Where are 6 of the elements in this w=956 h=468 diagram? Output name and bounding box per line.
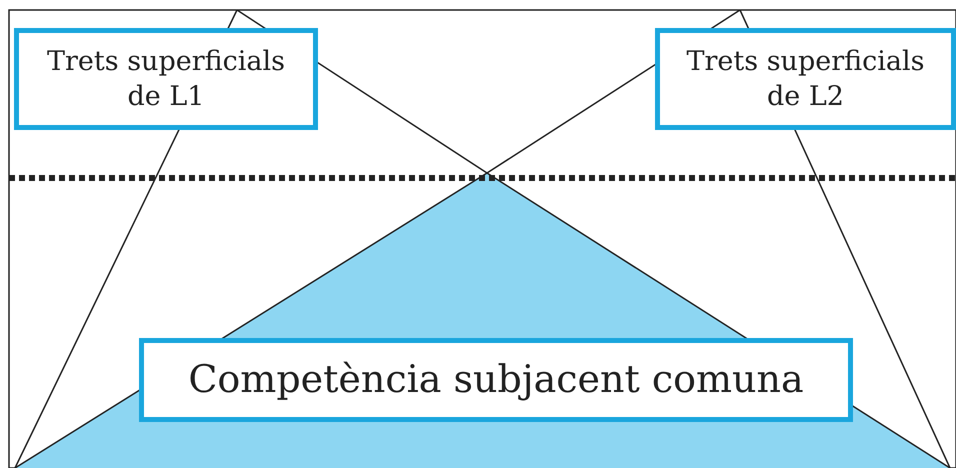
text-box bbox=[139, 338, 853, 422]
text-box bbox=[14, 28, 318, 130]
text-box bbox=[655, 28, 956, 130]
box-label: Trets superficials de L1 bbox=[46, 44, 286, 114]
box-label: Trets superficials de L2 bbox=[686, 44, 926, 114]
box-label: Competència subjacent comuna bbox=[187, 356, 805, 404]
